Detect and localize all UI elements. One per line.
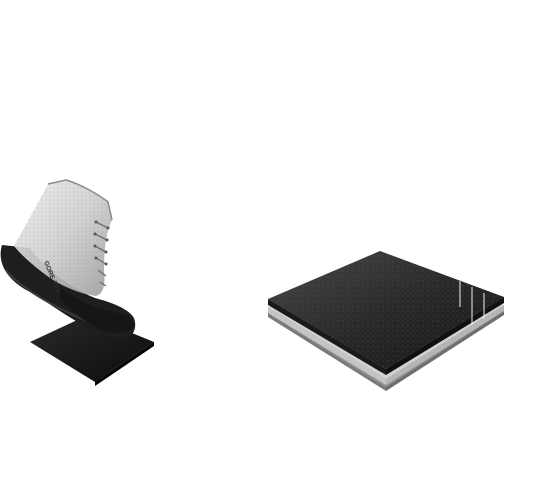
boot-toe-cap: [60, 288, 135, 333]
fabric-pad-illustration: [262, 245, 512, 395]
boot-icon: GORE-TEX: [0, 179, 154, 386]
layered-fabric-icon: [268, 251, 504, 391]
boot-illustration: GORE-TEX: [0, 170, 165, 390]
boot-laces: [94, 221, 109, 287]
fabric-edge-highlights: [459, 281, 485, 325]
